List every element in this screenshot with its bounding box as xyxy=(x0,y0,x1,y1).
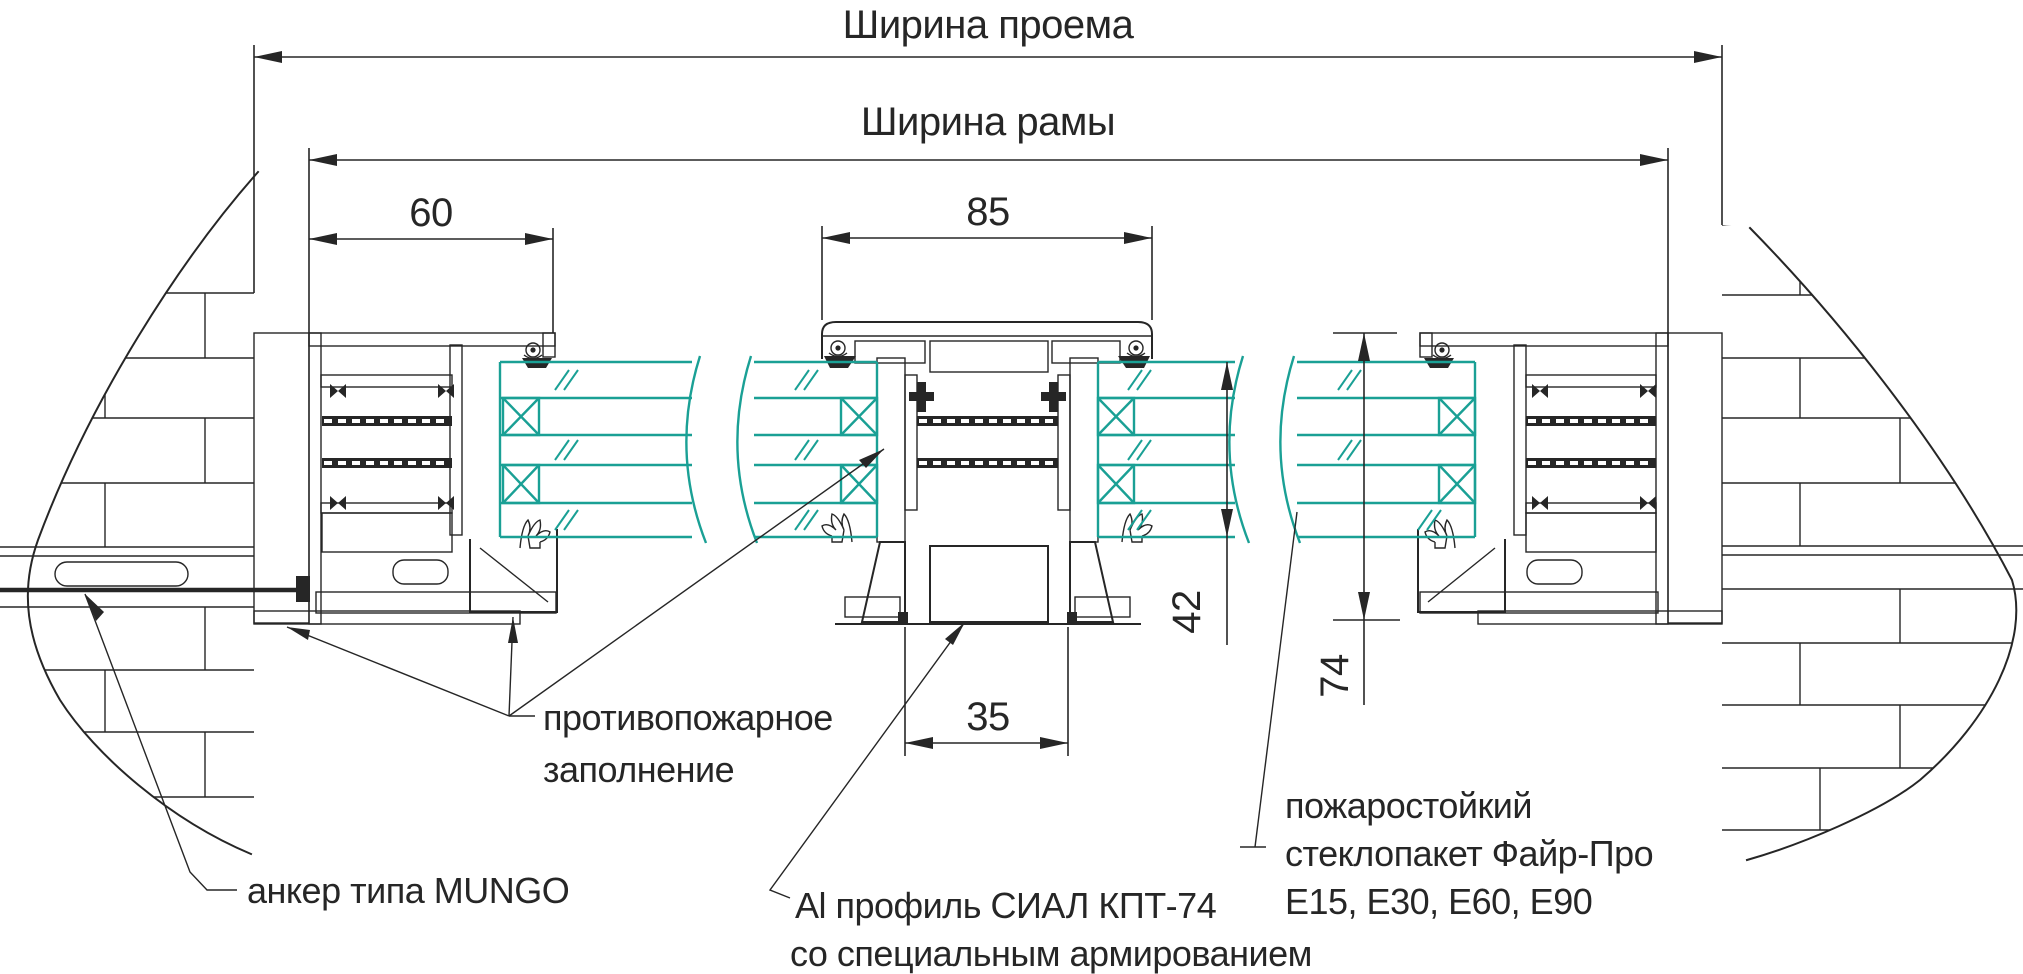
left-wall-face-lines xyxy=(0,546,254,608)
jamb-slot xyxy=(1526,559,1583,585)
anchor-sleeve xyxy=(54,561,189,587)
thermal-breaks xyxy=(322,416,452,468)
annotations: анкер типа MUNGO противопожарное заполне… xyxy=(84,448,1654,974)
right-wall-face-lines xyxy=(1722,545,2023,590)
left-wall xyxy=(0,170,306,856)
mullion-cap xyxy=(821,321,1153,373)
jamb-bottom-fire-fill xyxy=(315,591,557,614)
insulation-strips xyxy=(253,332,1723,624)
glazing-label-line3: E15, E30, E60, E90 xyxy=(1285,881,1592,922)
thermal-breaks xyxy=(917,416,1058,468)
right-wall-bricks xyxy=(1722,225,2017,831)
right-wall-break-curve xyxy=(1745,226,2018,862)
anchor-label: анкер типа MUNGO xyxy=(247,870,569,911)
left-jamb-profile xyxy=(253,332,558,625)
glazing-unit xyxy=(498,354,1477,544)
dimensions: Ширина проема Ширина рамы 60 85 xyxy=(253,3,1723,756)
mullion-bottom xyxy=(835,541,1141,625)
glass-break-right xyxy=(1228,354,1302,544)
glass-break-left xyxy=(685,354,759,544)
jamb-fire-fill-block xyxy=(1525,512,1657,553)
dim-85: 85 xyxy=(821,190,1153,320)
dim-60: 60 xyxy=(309,191,554,333)
glazing-label-line1: пожаростойкий xyxy=(1285,785,1532,826)
fire-fill-label-line1: противопожарное xyxy=(543,697,833,738)
dim-opening-width: Ширина проема xyxy=(253,3,1723,293)
cap-clips xyxy=(909,382,1066,412)
dim-35: 35 xyxy=(904,627,1069,756)
fire-fill-label-line2: заполнение xyxy=(543,749,734,790)
dim-opening-width-label: Ширина проема xyxy=(843,3,1135,47)
al-profile-label-line2: со специальным армированием xyxy=(790,933,1312,974)
dim-60-label: 60 xyxy=(409,191,453,235)
thermal-breaks xyxy=(1526,416,1656,468)
right-jamb-profile xyxy=(1417,332,1723,625)
leader-fire-fill: противопожарное заполнение xyxy=(286,448,885,790)
glass-hatch-marks xyxy=(554,369,1442,531)
dim-frame-width-label: Ширина рамы xyxy=(861,100,1115,144)
dim-42: 42 xyxy=(1165,362,1233,645)
al-profile-label-line1: Al профиль СИАЛ КПТ-74 xyxy=(795,885,1216,926)
jamb-fire-fill-block xyxy=(321,512,453,553)
dim-74: 74 xyxy=(1313,332,1400,705)
mullion-fire-strip-right xyxy=(1069,357,1099,543)
dim-42-label: 42 xyxy=(1165,590,1209,634)
anchor-clip xyxy=(296,576,310,602)
glazing-shoe xyxy=(469,529,558,613)
jamb-slot xyxy=(392,559,449,585)
dim-35-label: 35 xyxy=(966,695,1010,739)
dim-74-label: 74 xyxy=(1313,654,1357,698)
glass-spacers xyxy=(501,396,1477,505)
left-wall-break-curve xyxy=(26,170,260,856)
leader-al-profile: Al профиль СИАЛ КПТ-74 со специальным ар… xyxy=(768,621,1312,974)
leader-glazing: пожаростойкий стеклопакет Файр-Про E15, … xyxy=(1240,511,1654,922)
mullion-fire-strip-left xyxy=(876,357,906,543)
glazing-shoe xyxy=(1417,529,1506,613)
right-wall xyxy=(1722,225,2023,862)
jamb-bottom-fire-fill xyxy=(1419,591,1659,614)
dim-85-label: 85 xyxy=(966,190,1010,234)
mullion-profile xyxy=(821,321,1153,625)
glazing-label-line2: стеклопакет Файр-Про xyxy=(1285,833,1653,874)
mullion-fire-fill-block xyxy=(929,545,1049,623)
leader-anchor: анкер типа MUNGO xyxy=(84,593,570,911)
dim-frame-width: Ширина рамы xyxy=(308,100,1669,333)
right-insulation xyxy=(1667,332,1723,624)
